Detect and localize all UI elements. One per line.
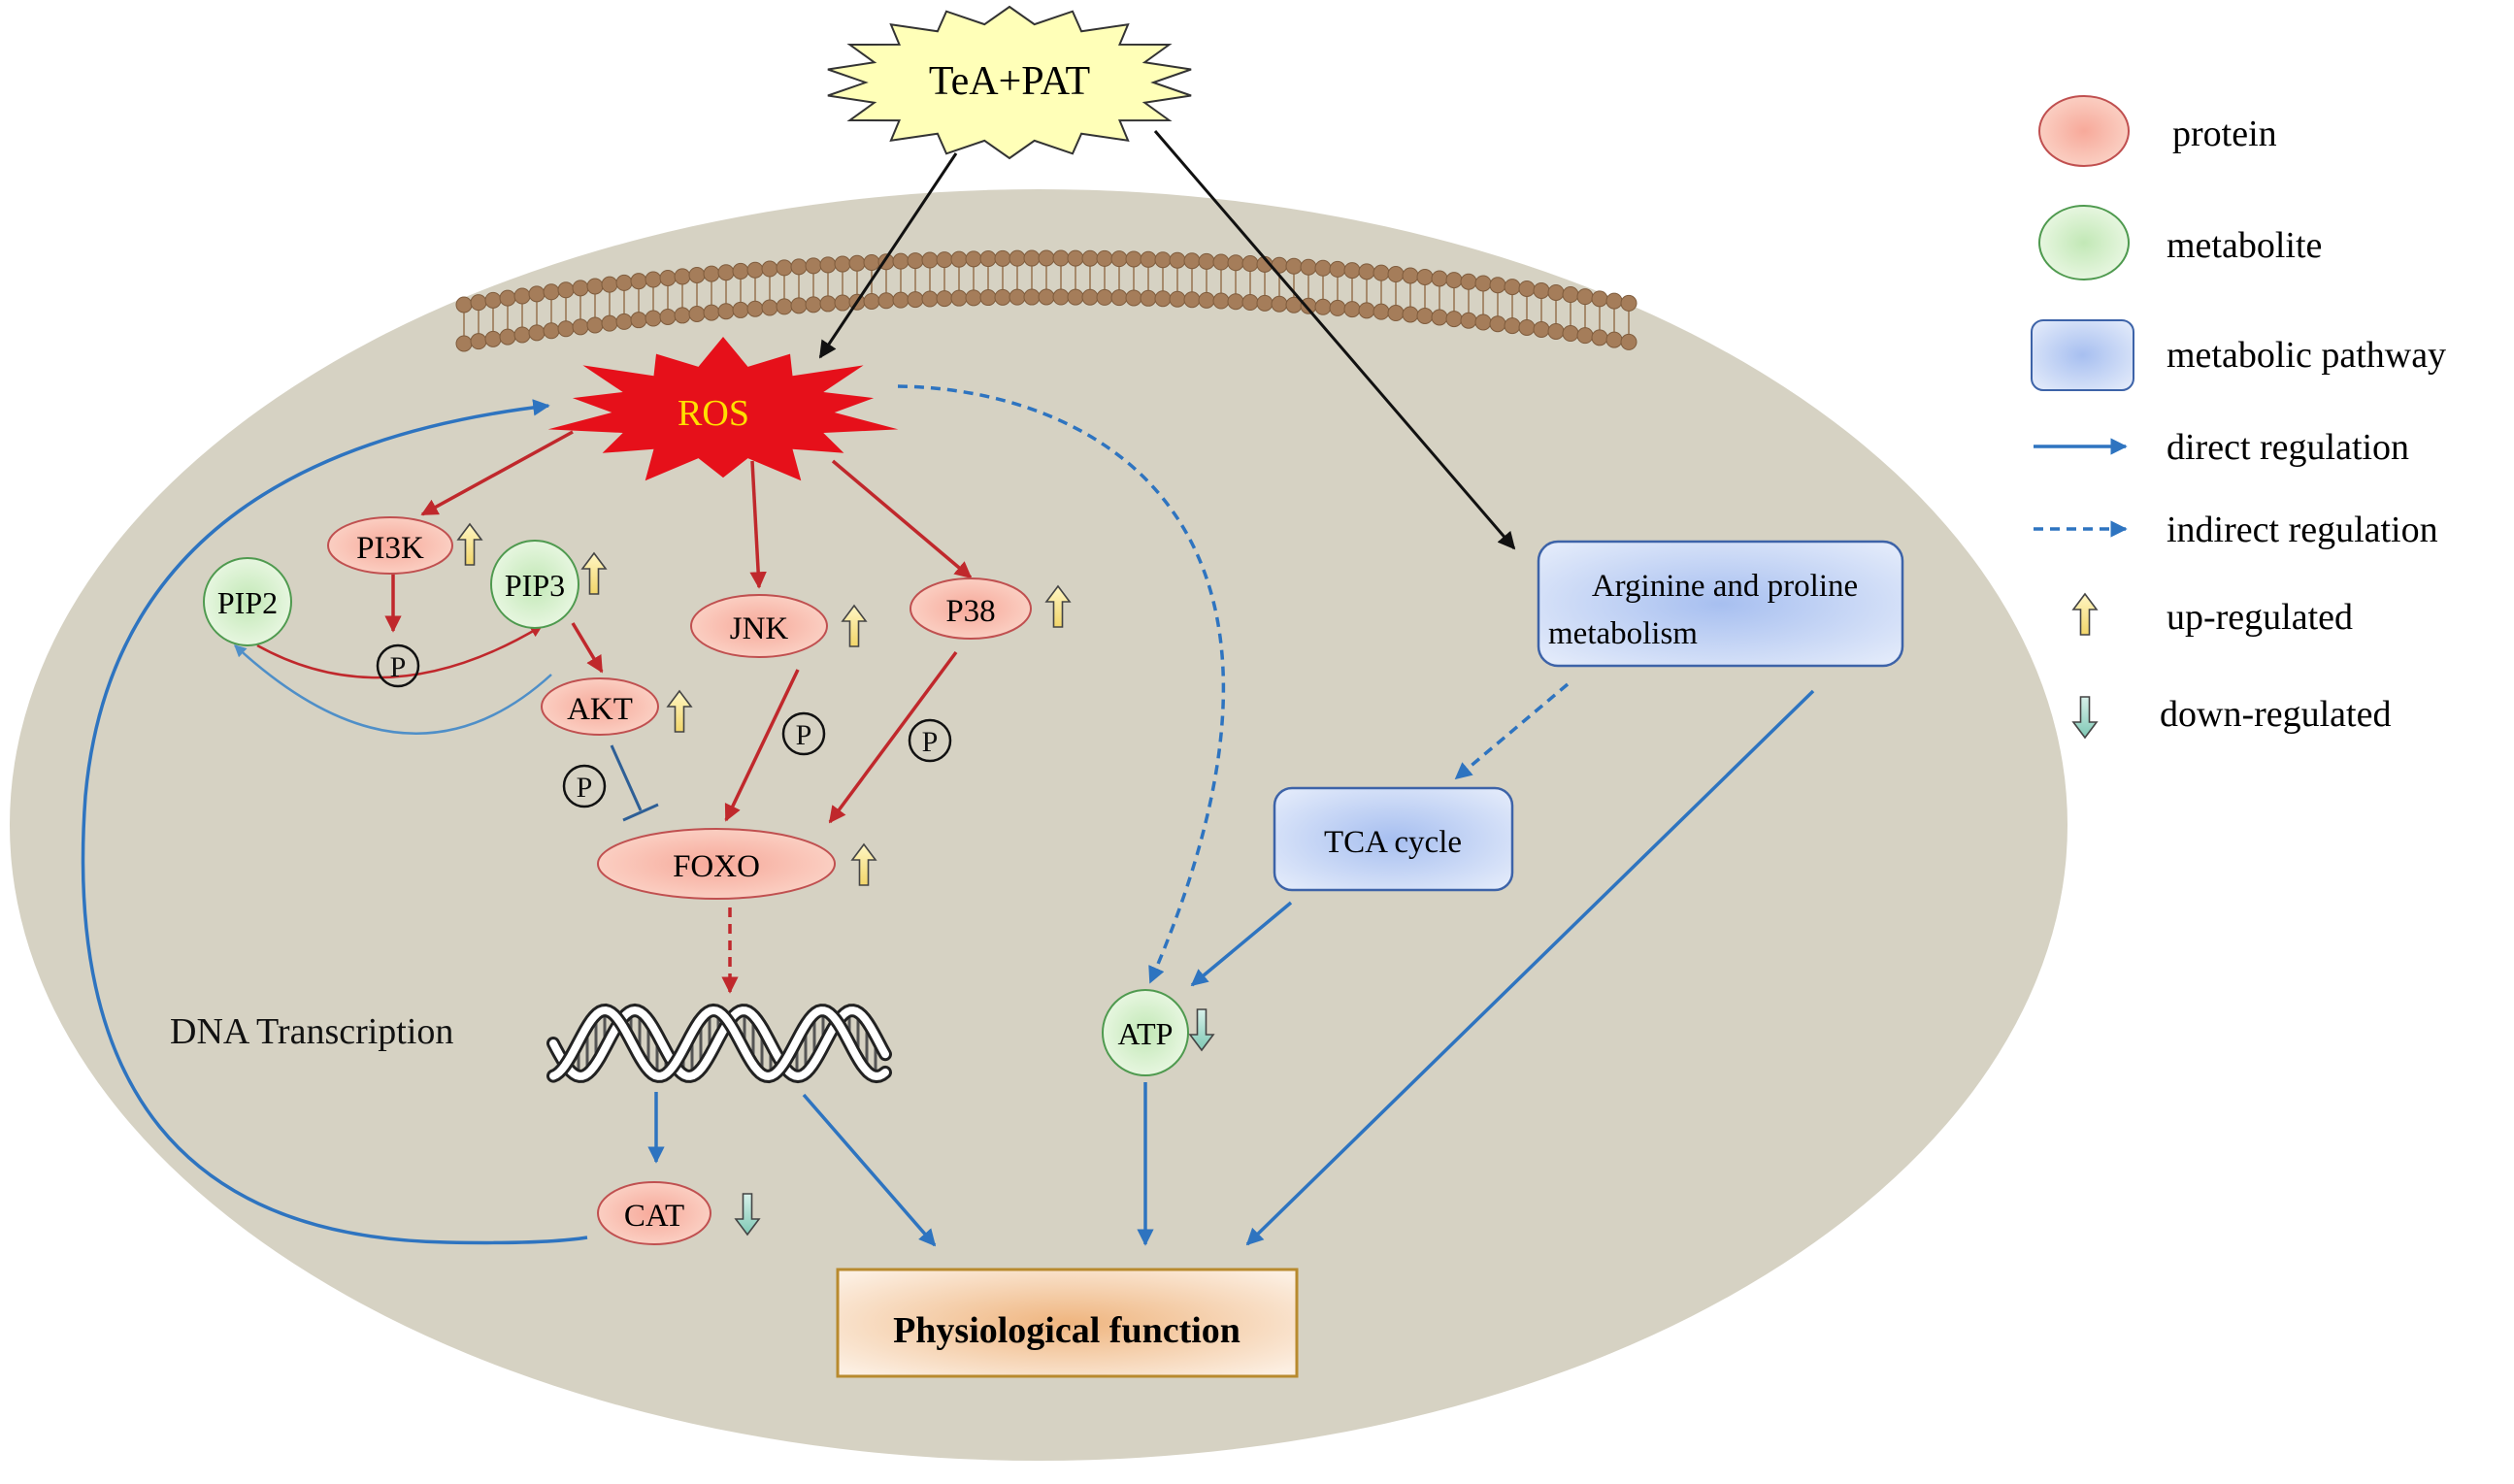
pathway-arginine-proline: Arginine and proline metabolism: [1537, 540, 1904, 668]
stimulus-label: TeA+PAT: [929, 59, 1090, 104]
pi3k-label: PI3K: [356, 531, 424, 566]
legend-protein-label: protein: [2172, 114, 2277, 154]
blue-indirect-arrows: [897, 384, 1570, 984]
legend-up-label: up-regulated: [2167, 597, 2353, 638]
pip2-label: PIP2: [217, 585, 278, 620]
legend-pathway-label: metabolic pathway: [2167, 335, 2446, 376]
protein-pi3k: PI3K: [327, 516, 453, 575]
jnk-label: JNK: [730, 611, 789, 646]
stimulus-starburst: TeA+PAT: [827, 5, 1192, 160]
metabolite-pip2: PIP2: [203, 557, 292, 646]
legend-up-arrow-icon: [2071, 592, 2099, 636]
legend-metabolite-label: metabolite: [2167, 225, 2322, 266]
protein-cat: CAT: [597, 1181, 711, 1245]
blue-direct-arrows: [81, 399, 1815, 1247]
pip3-label: PIP3: [505, 568, 565, 603]
protein-p38: P38: [910, 577, 1032, 640]
svg-text:P: P: [390, 651, 407, 683]
svg-text:P: P: [922, 726, 939, 758]
svg-text:P: P: [577, 772, 593, 804]
legend-down-label: down-regulated: [2160, 694, 2391, 735]
legend-direct-label: direct regulation: [2167, 427, 2409, 468]
legend-protein-swatch: [2038, 95, 2130, 167]
legend: protein metabolite metabolic pathway dir…: [2031, 95, 2446, 740]
ros-starburst: ROS: [547, 337, 899, 481]
phospho-markers: P P P P: [376, 643, 952, 808]
arrow-stimulus-to-ros: [818, 152, 958, 359]
arginine-line1: Arginine and proline: [1592, 569, 1858, 604]
akt-label: AKT: [567, 692, 633, 727]
atp-label: ATP: [1118, 1016, 1174, 1051]
dna-transcription-label: DNA Transcription: [170, 1011, 453, 1052]
cat-label: CAT: [624, 1199, 684, 1234]
physiological-function-box: Physiological function: [836, 1268, 1299, 1378]
protein-foxo: FOXO: [597, 828, 836, 900]
legend-metabolite-swatch: [2038, 205, 2130, 280]
protein-akt: AKT: [541, 677, 659, 736]
cell-body: [10, 189, 2067, 1461]
ros-label: ROS: [678, 393, 749, 434]
svg-text:P: P: [796, 719, 812, 751]
regulation-indicators: [456, 522, 1215, 1237]
legend-down-arrow-icon: [2071, 696, 2099, 740]
legend-indirect-label: indirect regulation: [2167, 510, 2438, 550]
pathway-tca-cycle: TCA cycle: [1273, 786, 1514, 892]
red-activation-arrows: [256, 430, 973, 994]
arrow-pip3-to-pip2: [234, 644, 552, 735]
p38-label: P38: [945, 594, 995, 629]
tca-label: TCA cycle: [1324, 825, 1462, 860]
legend-pathway-swatch: [2031, 319, 2134, 391]
inhibition-akt-foxo: [610, 744, 659, 822]
arginine-line2: metabolism: [1548, 616, 1698, 651]
metabolite-pip3: PIP3: [490, 540, 579, 629]
arrow-stimulus-to-arginine: [1153, 130, 1516, 550]
protein-jnk: JNK: [690, 594, 828, 658]
cell-membrane: [455, 249, 1637, 352]
metabolite-atp: ATP: [1102, 989, 1189, 1076]
dna-helix-icon: [546, 1003, 892, 1084]
physiological-function-label: Physiological function: [893, 1310, 1240, 1351]
foxo-label: FOXO: [673, 849, 760, 884]
